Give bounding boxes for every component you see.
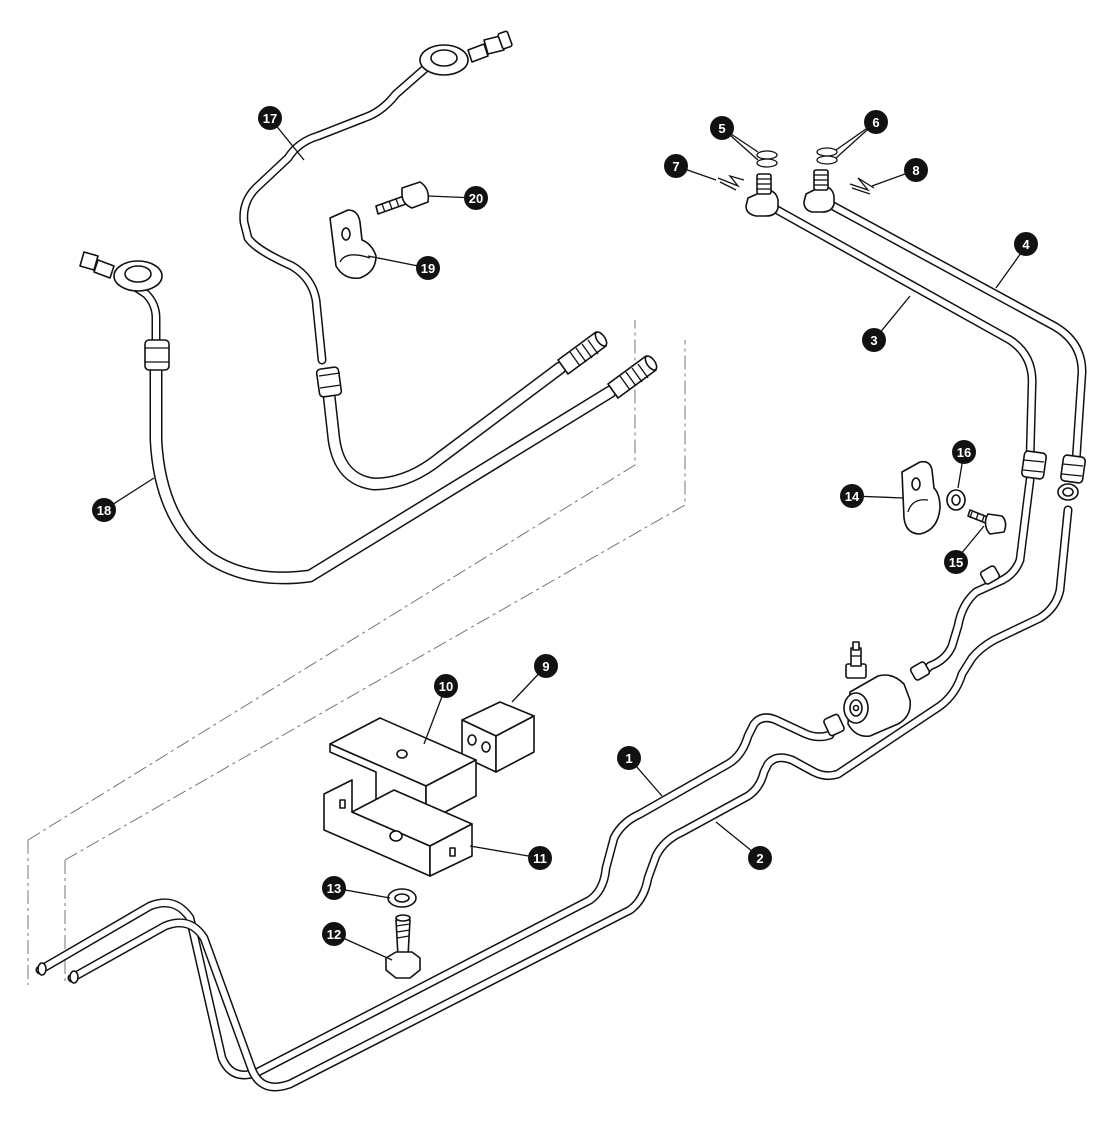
callout-4: 4 (1014, 232, 1038, 256)
pipe-unions (979, 450, 1086, 585)
pipe-3 (765, 201, 1037, 675)
callout-6: 6 (864, 110, 888, 134)
callout-11: 11 (528, 846, 552, 870)
callout-14: 14 (840, 484, 864, 508)
svg-text:6: 6 (872, 115, 879, 130)
pipe-2 (67, 505, 1073, 1092)
svg-text:10: 10 (439, 679, 453, 694)
callout-5: 5 (710, 116, 734, 140)
svg-text:5: 5 (718, 121, 725, 136)
callout-12: 12 (322, 922, 346, 946)
callout-15: 15 (944, 550, 968, 574)
clamp-14 (901, 460, 941, 535)
callout-19: 19 (416, 256, 440, 280)
pipe-1 (35, 713, 835, 1080)
callout-1: 1 (617, 746, 641, 770)
svg-text:2: 2 (756, 851, 763, 866)
pipe-ends (37, 962, 79, 984)
svg-text:9: 9 (542, 659, 549, 674)
pipe-4 (817, 195, 1087, 467)
svg-text:20: 20 (469, 191, 483, 206)
callout-17: 17 (258, 106, 282, 130)
svg-text:3: 3 (870, 333, 877, 348)
svg-text:8: 8 (912, 163, 919, 178)
washer-13 (387, 888, 417, 908)
svg-text:4: 4 (1022, 237, 1030, 252)
svg-text:7: 7 (672, 159, 679, 174)
callout-9: 9 (534, 654, 558, 678)
leader-lines (103, 117, 1027, 961)
callout-10: 10 (434, 674, 458, 698)
svg-text:16: 16 (957, 445, 971, 460)
callout-16: 16 (952, 440, 976, 464)
callout-18: 18 (92, 498, 116, 522)
svg-text:1: 1 (625, 751, 632, 766)
svg-text:14: 14 (845, 489, 860, 504)
svg-text:12: 12 (327, 927, 341, 942)
clamp-19 (329, 209, 377, 280)
bolt-15 (967, 509, 1007, 535)
hose-17 (239, 30, 608, 491)
pressure-switch (823, 641, 931, 738)
hose-18 (79, 251, 658, 585)
bolt-12 (385, 914, 421, 979)
svg-text:17: 17 (263, 111, 277, 126)
phantom-outline (27, 320, 686, 985)
callout-7: 7 (664, 154, 688, 178)
callout-3: 3 (862, 328, 886, 352)
bracket-11 (323, 779, 473, 877)
callout-8: 8 (904, 158, 928, 182)
svg-text:19: 19 (421, 261, 435, 276)
callout-13: 13 (322, 876, 346, 900)
svg-text:18: 18 (97, 503, 111, 518)
callout-20: 20 (464, 186, 488, 210)
washer-16 (946, 489, 966, 511)
o-rings (756, 147, 838, 168)
svg-text:13: 13 (327, 881, 341, 896)
retaining-clips (717, 174, 875, 195)
svg-text:15: 15 (949, 555, 963, 570)
callout-2: 2 (748, 846, 772, 870)
pipe-fittings-top (745, 169, 835, 217)
callout-markers: 1 2 3 4 5 6 7 8 9 10 11 12 13 14 15 16 1… (92, 106, 1038, 946)
svg-text:11: 11 (533, 851, 547, 866)
bolt-20 (375, 181, 430, 215)
